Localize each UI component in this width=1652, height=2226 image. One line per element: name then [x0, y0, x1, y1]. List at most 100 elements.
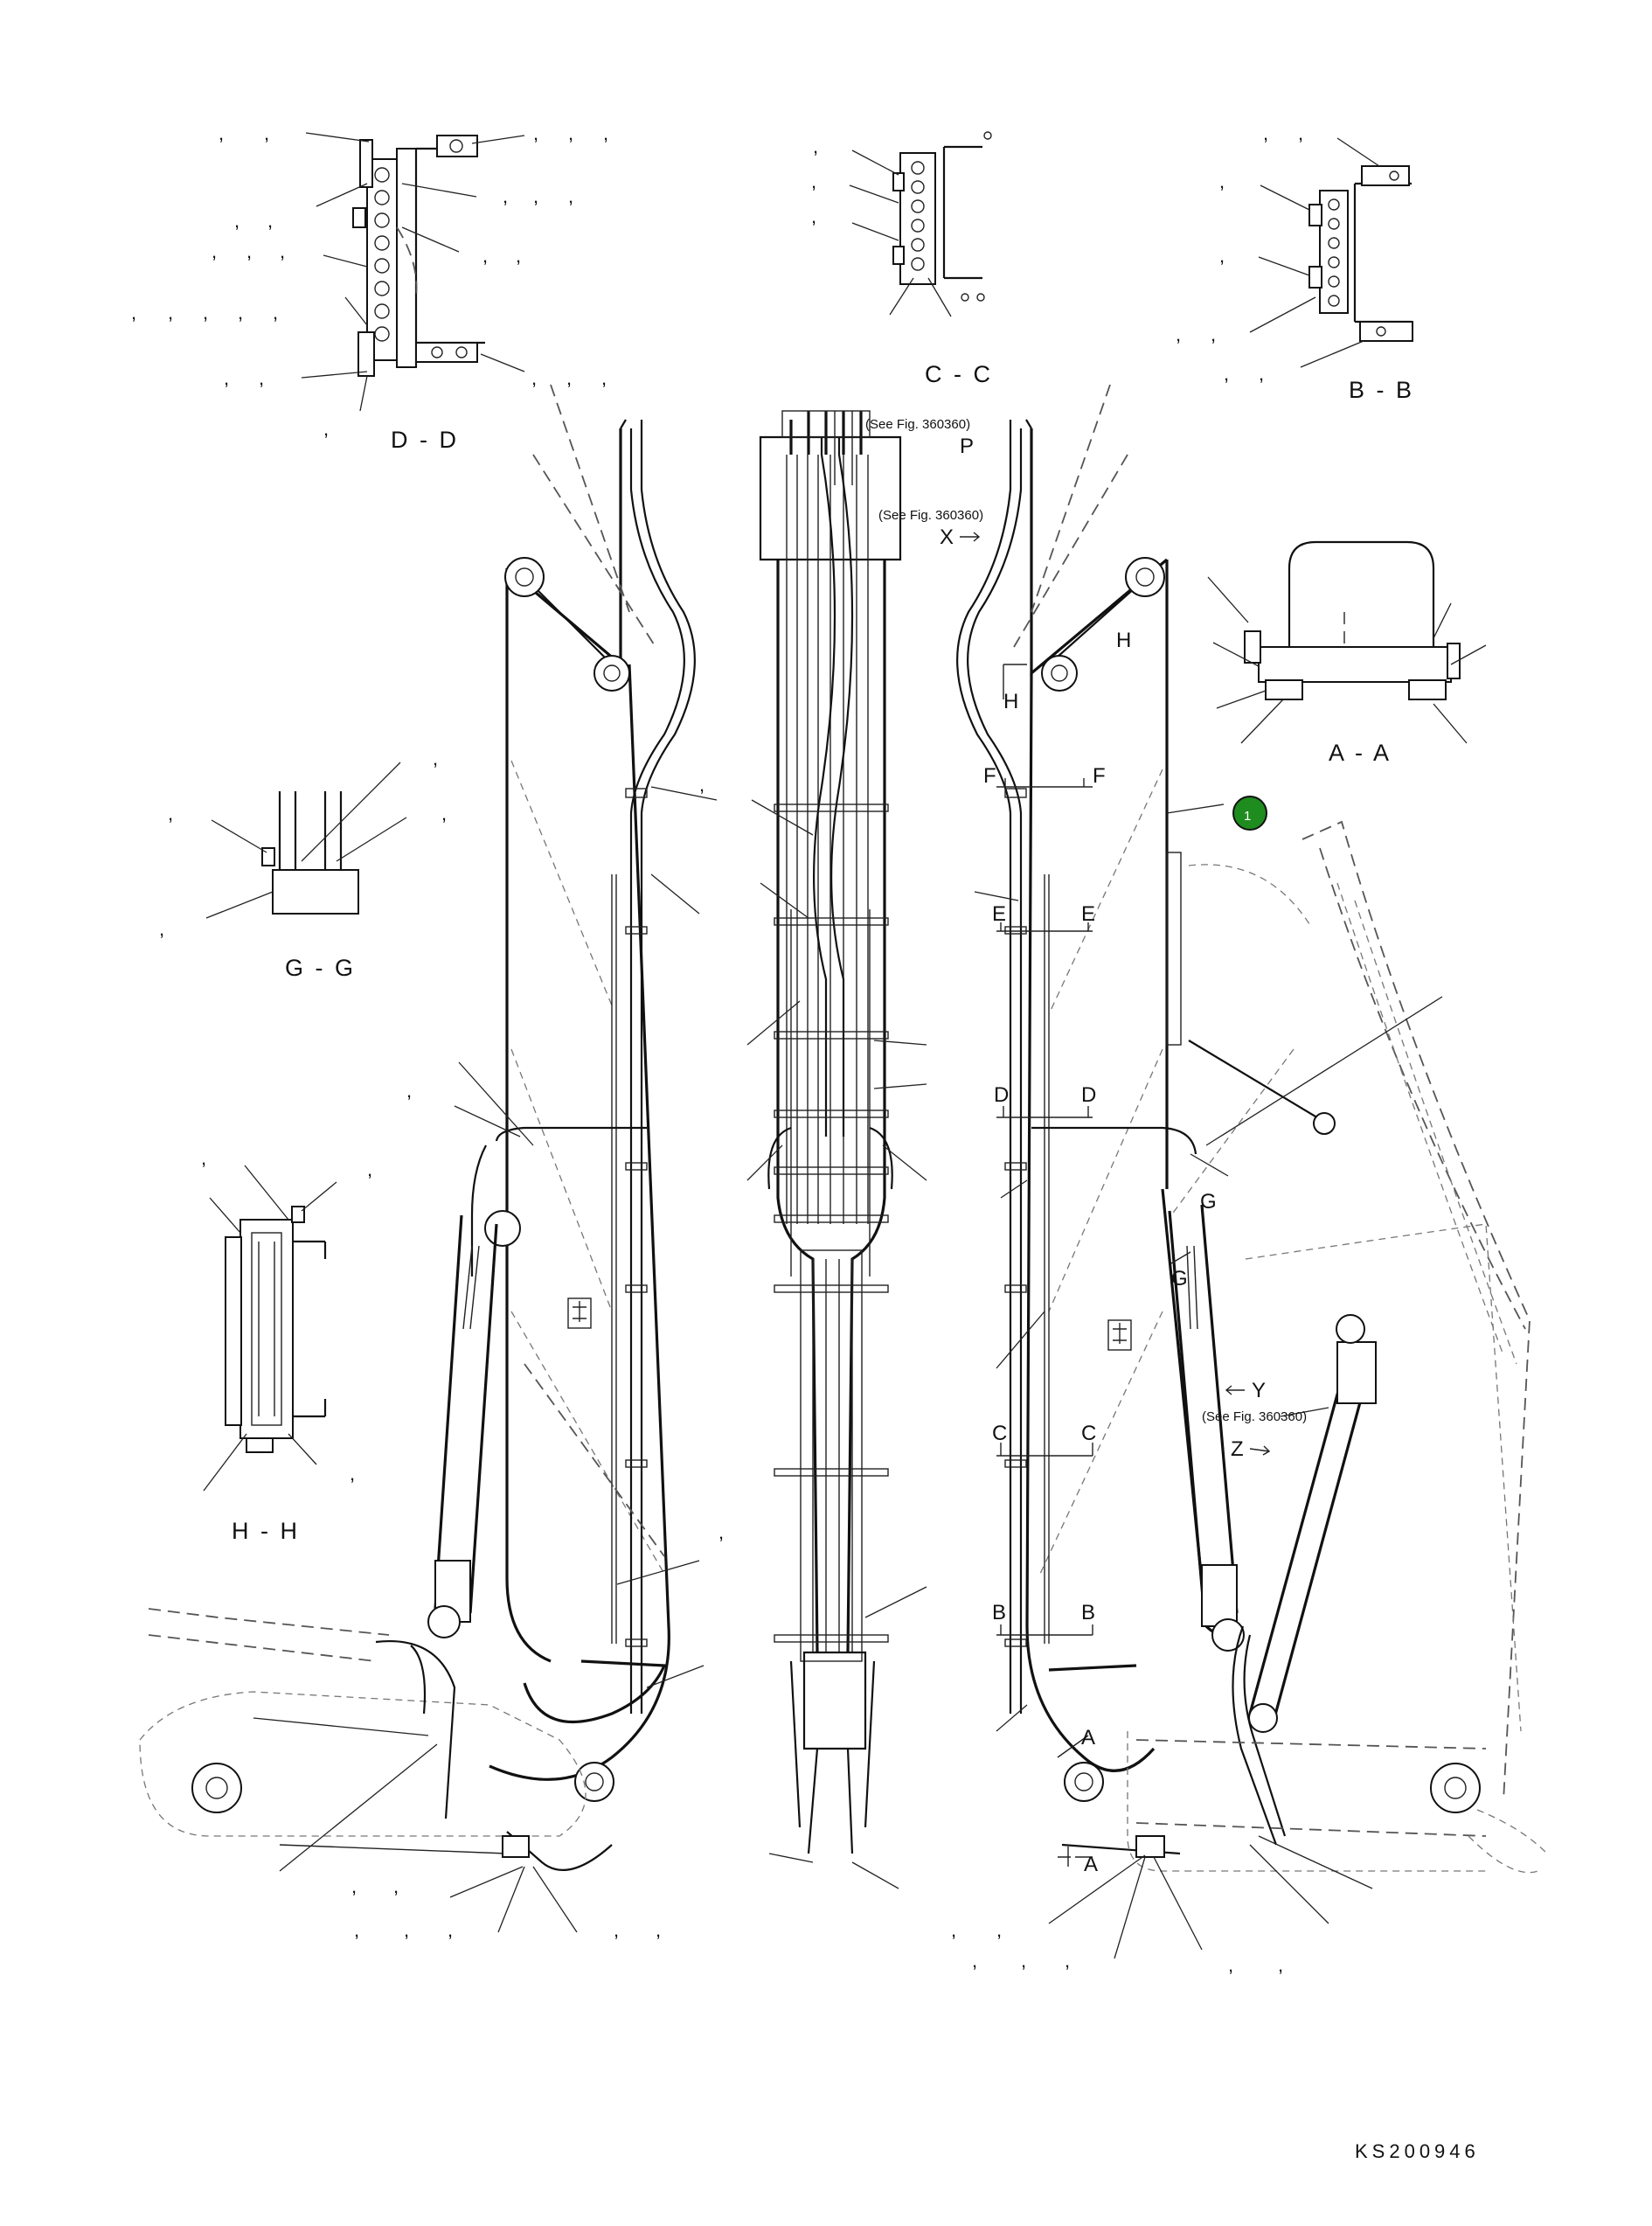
svg-text:,: , — [264, 122, 269, 144]
svg-text:,: , — [246, 240, 252, 262]
view-arrow-p-label: P — [960, 435, 974, 458]
svg-text:,: , — [614, 1919, 619, 1941]
svg-text:,: , — [516, 245, 521, 267]
left-boom-side-view — [139, 384, 696, 1871]
svg-text:,: , — [951, 1919, 956, 1941]
svg-text:,: , — [811, 205, 816, 227]
cut-letter-d-left: D — [994, 1083, 1009, 1107]
callout-1-number: 1 — [1244, 809, 1251, 824]
cut-letter-g-lower: G — [1171, 1267, 1188, 1290]
cut-letter-h-upper: H — [1116, 629, 1131, 652]
svg-text:,: , — [201, 1147, 206, 1169]
section-g-g-label: G - G — [285, 955, 356, 981]
cut-letter-h-lower: H — [1003, 690, 1018, 713]
cut-letter-labels: H H F F E E D D C C B B A A G G — [983, 629, 1217, 1876]
section-c-c-detail: C - C — [849, 131, 993, 387]
svg-text:,: , — [159, 918, 164, 940]
section-c-c-label: C - C — [925, 361, 993, 387]
svg-text:,: , — [1211, 323, 1216, 345]
section-b-b-label: B - B — [1349, 377, 1414, 403]
svg-text:,: , — [131, 302, 136, 323]
cut-letter-g-upper: G — [1200, 1190, 1217, 1214]
section-d-d-label: D - D — [391, 427, 459, 453]
svg-text:,: , — [203, 302, 208, 323]
right-boom-side-view — [956, 384, 1548, 1874]
svg-text:,: , — [1065, 1950, 1070, 1972]
svg-text:,: , — [354, 1919, 359, 1941]
section-b-b-detail: B - B — [1249, 137, 1414, 403]
svg-text:,: , — [433, 748, 438, 769]
svg-text:,: , — [280, 240, 285, 262]
svg-text:,: , — [718, 1521, 724, 1543]
svg-text:,: , — [531, 367, 537, 389]
item-number-placeholders: , , , , , , , , , , , , , , , , , , , , … — [131, 122, 1303, 1976]
svg-text:,: , — [259, 367, 264, 389]
svg-text:,: , — [1219, 245, 1225, 267]
svg-text:,: , — [811, 170, 816, 192]
view-arrow-y-label: Y — [1252, 1379, 1266, 1402]
svg-text:,: , — [323, 418, 329, 440]
svg-text:,: , — [533, 185, 538, 207]
section-a-a-label: A - A — [1329, 740, 1392, 766]
svg-text:,: , — [699, 774, 705, 796]
cut-letter-a-lower: A — [1084, 1853, 1098, 1876]
cut-letter-b-right: B — [1081, 1601, 1095, 1624]
svg-text:,: , — [1228, 1954, 1233, 1976]
svg-text:,: , — [351, 1875, 357, 1897]
svg-text:,: , — [234, 210, 239, 232]
section-a-a-detail: A - A — [1207, 540, 1487, 766]
svg-text:,: , — [238, 302, 243, 323]
view-arrow-z-arrow — [1249, 1445, 1271, 1456]
svg-text:,: , — [168, 803, 173, 824]
cut-letter-c-left: C — [992, 1422, 1007, 1445]
center-boom-top-view — [759, 410, 902, 1854]
svg-text:,: , — [568, 122, 573, 144]
svg-text:,: , — [267, 210, 273, 232]
cut-letter-a-upper: A — [1081, 1726, 1095, 1749]
svg-text:,: , — [533, 122, 538, 144]
leader-lines — [253, 786, 1443, 1959]
view-arrow-x-arrow — [960, 532, 981, 542]
cut-letter-e-right: E — [1081, 902, 1095, 926]
section-d-d-detail: D - D — [301, 132, 525, 453]
svg-text:,: , — [393, 1875, 399, 1897]
svg-text:,: , — [568, 185, 573, 207]
svg-text:,: , — [656, 1919, 661, 1941]
svg-text:,: , — [404, 1919, 409, 1941]
cutting-plane-indicators — [996, 664, 1191, 1867]
svg-text:,: , — [1021, 1950, 1026, 1972]
svg-text:,: , — [367, 1158, 372, 1180]
see-fig-reference-right: (See Fig. 360360) — [1202, 1409, 1307, 1424]
view-arrow-z-label: Z — [1231, 1437, 1244, 1461]
svg-text:,: , — [601, 367, 607, 389]
svg-text:,: , — [482, 245, 488, 267]
svg-text:,: , — [996, 1919, 1002, 1941]
drawing-code: KS200946 — [1355, 2140, 1480, 2162]
svg-text:,: , — [566, 367, 572, 389]
view-arrows: P X Y Z (See Fig. 360360) (See Fig. 3603… — [865, 417, 1307, 1461]
svg-text:,: , — [813, 136, 818, 157]
svg-text:,: , — [503, 185, 508, 207]
svg-text:,: , — [448, 1919, 453, 1941]
see-fig-reference-top: (See Fig. 360360) — [865, 417, 970, 432]
svg-text:,: , — [350, 1463, 355, 1485]
cut-letter-c-right: C — [1081, 1422, 1096, 1445]
svg-text:,: , — [1263, 122, 1268, 144]
svg-text:,: , — [219, 122, 224, 144]
section-h-h-detail: H - H — [203, 1165, 337, 1544]
svg-text:,: , — [168, 302, 173, 323]
cut-letter-f-left: F — [983, 764, 996, 788]
svg-text:,: , — [1224, 363, 1229, 385]
cut-letter-b-left: B — [992, 1601, 1006, 1624]
svg-text:,: , — [212, 240, 217, 262]
svg-text:,: , — [603, 122, 608, 144]
callout-1-marker[interactable]: 1 — [1232, 796, 1267, 831]
view-arrow-x-label: X — [940, 525, 954, 549]
svg-text:,: , — [1259, 363, 1264, 385]
svg-text:,: , — [441, 803, 447, 824]
svg-text:,: , — [1278, 1954, 1283, 1976]
svg-text:,: , — [273, 302, 278, 323]
svg-text:,: , — [1298, 122, 1303, 144]
svg-text:,: , — [406, 1080, 412, 1102]
